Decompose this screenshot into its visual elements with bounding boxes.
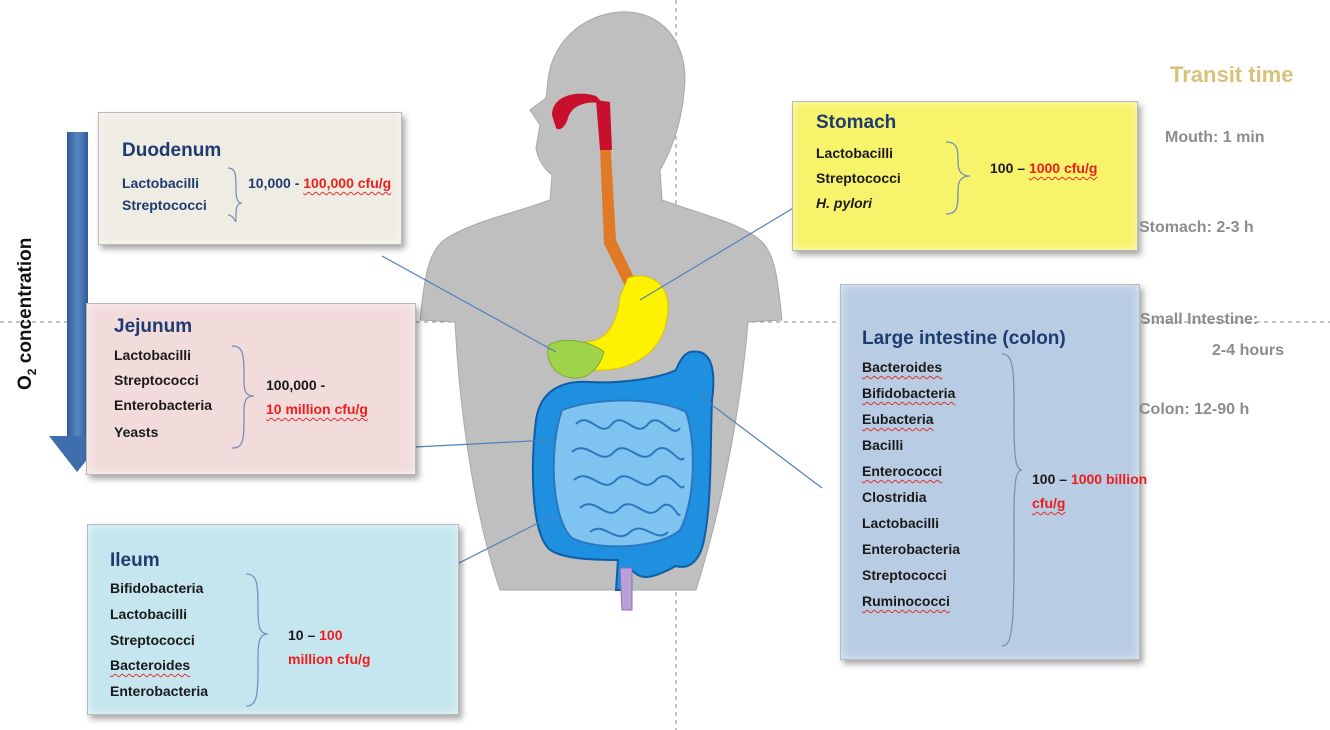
colon-bacteria-2: Bifidobacteria [862, 385, 955, 401]
jejunum-bacteria-3: Enterobacteria [114, 397, 212, 413]
colon-bacteria-8: Enterobacteria [862, 541, 960, 557]
colon-bacteria-9: Streptococci [862, 567, 947, 583]
transit-mouth: Mouth: 1 min [1165, 129, 1265, 147]
small-intestine-organ [554, 400, 693, 546]
jejunum-title: Jejunum [114, 316, 192, 338]
duodenum-bacteria-1: Lactobacilli [122, 175, 199, 191]
duodenum-title: Duodenum [122, 140, 221, 162]
stomach-bacteria-3: H. pylori [816, 195, 872, 211]
transit-small-intestine-1: Small Intestine: [1140, 311, 1258, 329]
stomach-count: 100 – 1000 cfu/g [990, 157, 1097, 179]
stomach-title: Stomach [816, 112, 896, 134]
jejunum-bacteria-1: Lactobacilli [114, 347, 191, 363]
colon-count-line1: 100 – 1000 billion [1032, 468, 1147, 490]
jejunum-count-line2: 10 million cfu/g [266, 398, 368, 420]
colon-bacteria-4: Bacilli [862, 437, 903, 453]
duodenum-bacteria-2: Streptococci [122, 197, 207, 213]
transit-colon: Colon: 12-90 h [1139, 401, 1249, 419]
colon-bacteria-5: Enterococci [862, 463, 942, 479]
jejunum-count-line1: 100,000 - [266, 374, 325, 396]
duodenum-count: 10,000 - 100,000 cfu/g [248, 172, 391, 194]
ileum-bacteria-4: Bacteroides [110, 657, 190, 673]
colon-bacteria-3: Eubacteria [862, 411, 934, 427]
ileum-count-line1: 10 – 100 [288, 624, 343, 646]
rectum-organ [620, 568, 632, 610]
colon-title: Large intestine (colon) [862, 328, 1066, 350]
jejunum-bacteria-4: Yeasts [114, 424, 158, 440]
colon-bacteria-1: Bacteroides [862, 359, 942, 375]
ileum-bacteria-1: Bifidobacteria [110, 580, 203, 596]
colon-bacteria-6: Clostridia [862, 489, 927, 505]
o2-concentration-label: O2 concentration [15, 238, 39, 390]
transit-stomach: Stomach: 2-3 h [1139, 219, 1254, 237]
ileum-bacteria-5: Enterobacteria [110, 683, 208, 699]
colon-count-line2: cfu/g [1032, 492, 1065, 514]
ileum-bacteria-3: Streptococci [110, 632, 195, 648]
stomach-bacteria-2: Streptococci [816, 170, 901, 186]
transit-time-title: Transit time [1170, 62, 1293, 88]
ileum-bacteria-2: Lactobacilli [110, 606, 187, 622]
stomach-bacteria-1: Lactobacilli [816, 145, 893, 161]
transit-small-intestine-2: 2-4 hours [1212, 342, 1284, 360]
colon-bacteria-10: Ruminococci [862, 593, 950, 609]
colon-bacteria-7: Lactobacilli [862, 515, 939, 531]
ileum-title: Ileum [110, 550, 160, 572]
jejunum-bacteria-2: Streptococci [114, 372, 199, 388]
ileum-count-line2: million cfu/g [288, 648, 370, 670]
